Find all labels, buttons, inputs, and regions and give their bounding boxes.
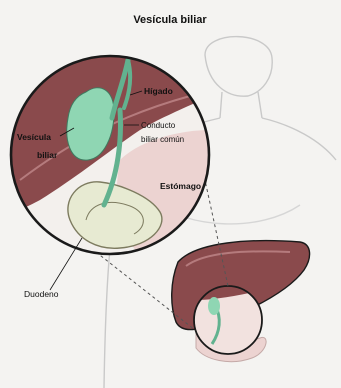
diagram-title: Vesícula biliar bbox=[133, 14, 207, 26]
label-vesicula-1: Vesícula bbox=[17, 132, 51, 142]
label-vesicula-2: biliar bbox=[37, 150, 58, 160]
label-estomago: Estómago bbox=[160, 181, 201, 191]
label-higado: Hígado bbox=[144, 86, 173, 96]
label-conducto-1: Conducto bbox=[141, 121, 176, 130]
label-duodeno: Duodeno bbox=[24, 289, 59, 299]
label-conducto-2: biliar común bbox=[141, 135, 184, 144]
